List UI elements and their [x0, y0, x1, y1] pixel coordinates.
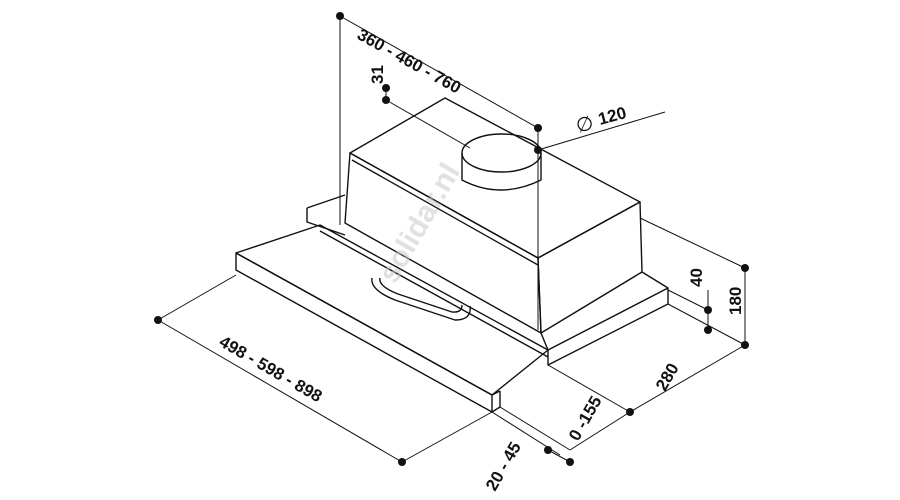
dim-dot	[534, 146, 542, 154]
hood-right-face	[537, 201, 643, 334]
slide-dim-line	[569, 411, 631, 451]
dim-dot	[154, 316, 162, 324]
visor-depth-ext-2	[499, 406, 571, 451]
base-height-label: 40	[687, 268, 706, 287]
diameter-symbol: ∅	[573, 110, 596, 138]
watermark-text: solidar.nl	[372, 158, 466, 289]
width-options-label: 360 - 460 - 760	[354, 25, 464, 98]
top-offset-label: 31	[368, 65, 387, 84]
base-plate-back-left	[306, 194, 346, 209]
total-height-label: 180	[726, 287, 745, 315]
width-dim-line	[339, 15, 539, 129]
base-plate-corner	[540, 332, 549, 351]
visor-width-ext-right	[401, 411, 493, 463]
height-top-ext	[639, 217, 746, 269]
visor-width-ext-left	[157, 274, 237, 321]
slide-extension-label: 0 -155	[565, 393, 606, 444]
dim-dot	[704, 326, 712, 334]
dim-dot	[741, 341, 749, 349]
visor-depth-label: 20 - 45	[482, 439, 525, 494]
dim-dot	[566, 458, 574, 466]
visor-right-top	[491, 390, 501, 396]
visor-depth-dim-line	[547, 449, 571, 463]
dim-dot	[398, 458, 406, 466]
base-plate	[306, 194, 669, 366]
depth-dim-line	[629, 344, 746, 413]
hood-inner-edge	[351, 159, 539, 266]
base-plate-left	[306, 208, 346, 236]
dim-dot	[741, 264, 749, 272]
dimension-dots	[154, 12, 749, 466]
dim-dot	[704, 306, 712, 314]
drawer-inner-edge	[319, 230, 549, 358]
duct-top-ellipse	[461, 133, 542, 173]
dim-dot	[336, 12, 344, 20]
dim-dot	[544, 446, 552, 454]
depth-label: 280	[652, 360, 683, 394]
drawer-handle	[371, 277, 471, 321]
duct-diameter-label: 120	[596, 103, 628, 129]
depth-ext-line	[667, 303, 746, 346]
dim-dot	[382, 96, 390, 104]
dim-dot	[382, 84, 390, 92]
dim-dot	[626, 408, 634, 416]
slide-ext-line	[547, 364, 631, 413]
visor-width-label: 498 - 598 - 898	[216, 332, 325, 406]
base-top-ext	[667, 289, 709, 311]
diameter-leader	[537, 111, 666, 151]
visor-width-dim-line	[157, 319, 403, 463]
offset-leader	[385, 99, 471, 149]
base-plate-right	[547, 271, 669, 366]
dim-dot	[534, 124, 542, 132]
dimension-lines	[157, 15, 746, 463]
